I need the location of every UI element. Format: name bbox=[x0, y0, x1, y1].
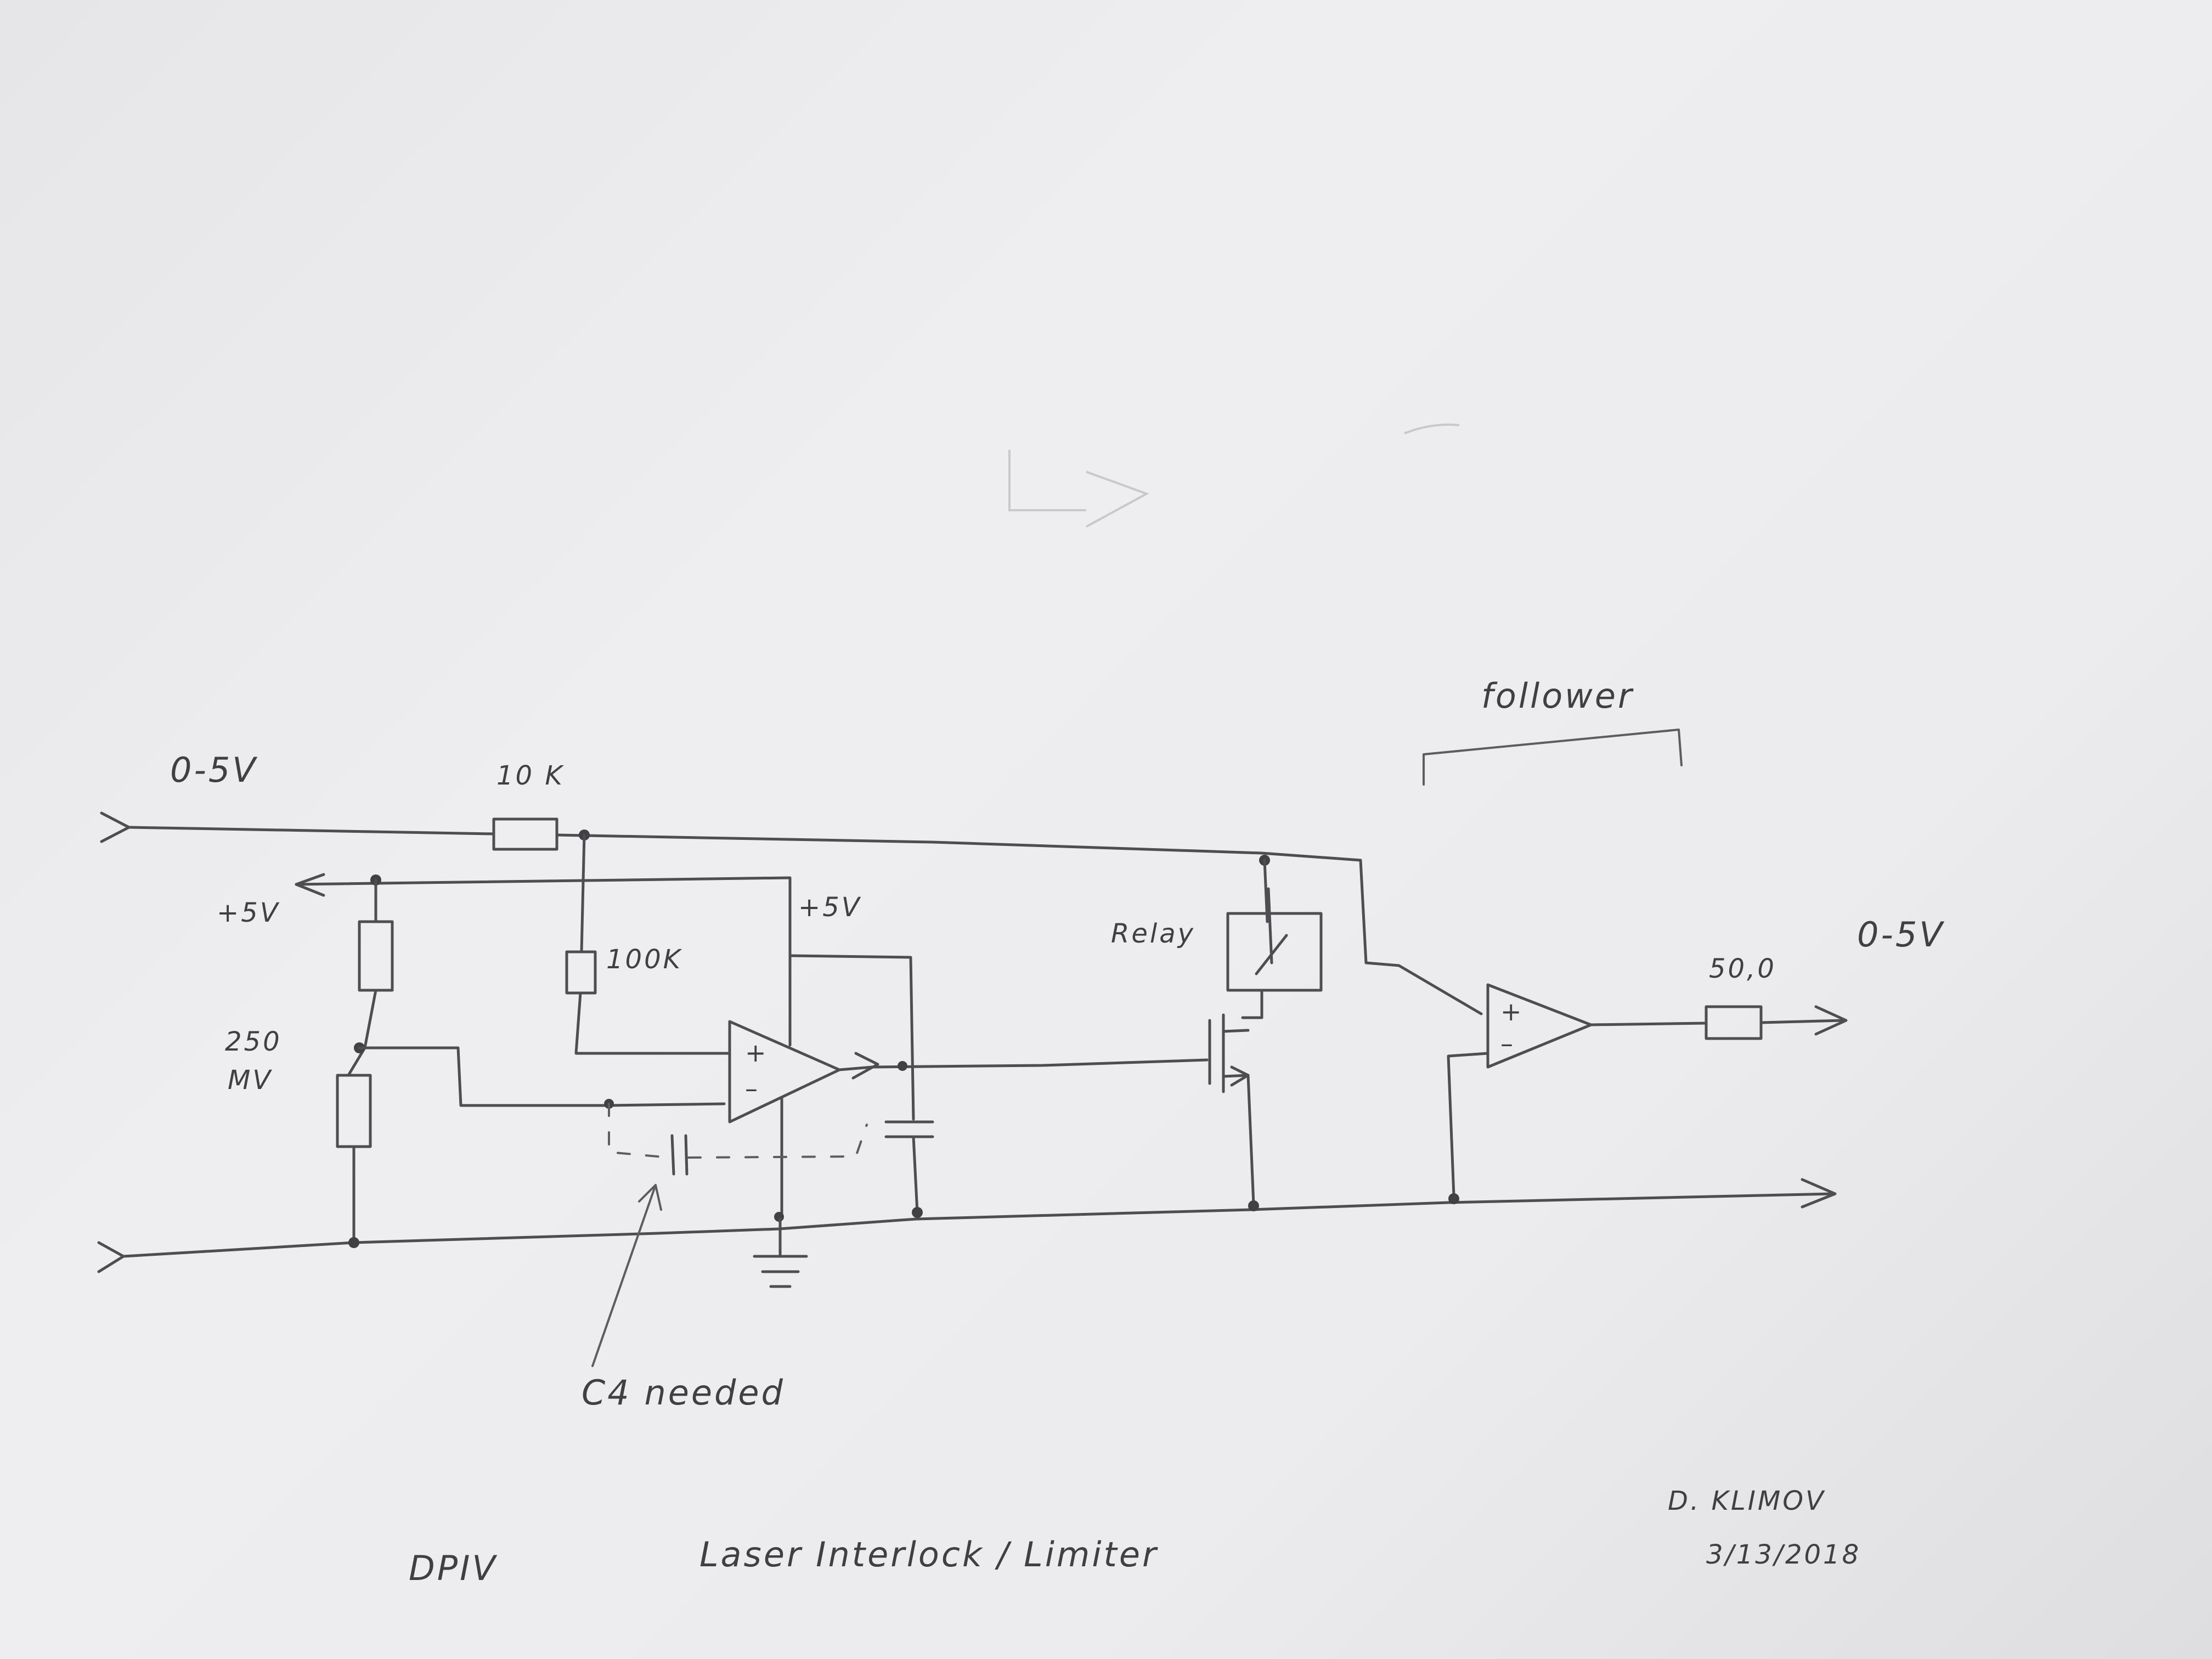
divider-voltage-label-2: MV bbox=[228, 1065, 273, 1096]
supply-left-label: +5V bbox=[217, 898, 280, 928]
capacitor-c4-optional bbox=[591, 1099, 868, 1367]
divider-voltage-label-1: 250 bbox=[225, 1026, 282, 1057]
follower-bracket: follower bbox=[1423, 676, 1683, 786]
supply-rail bbox=[295, 873, 792, 957]
switch-transistor bbox=[1208, 1013, 1259, 1211]
opamp2-minus: – bbox=[1500, 1029, 1515, 1058]
comparator-opamp: + – bbox=[728, 954, 1209, 1218]
supply-opamp-label: +5V bbox=[798, 892, 862, 923]
r-feedback-label: 100K bbox=[606, 944, 682, 975]
input-voltage-label: 0-5V bbox=[170, 750, 258, 790]
relay: Relay bbox=[1111, 855, 1323, 1019]
project-name: DPIV bbox=[409, 1548, 498, 1588]
author-name: D. KLIMOV bbox=[1668, 1486, 1826, 1516]
capacitor-output bbox=[884, 1120, 934, 1218]
ground-symbol bbox=[753, 1212, 808, 1288]
input-terminal-bottom bbox=[97, 1241, 125, 1273]
input-terminal-top bbox=[100, 811, 131, 843]
cap-note: C4 needed bbox=[582, 1373, 785, 1413]
resistor-100k: 100K bbox=[565, 830, 731, 1055]
opamp2-plus: + bbox=[1500, 997, 1524, 1026]
opamp1-plus: + bbox=[745, 1038, 769, 1068]
r-input-label: 10 K bbox=[496, 760, 565, 791]
output-voltage-label: 0-5V bbox=[1857, 915, 1945, 955]
drawing-title: Laser Interlock / Limiter bbox=[699, 1534, 1159, 1575]
title-block: DPIV Laser Interlock / Limiter D. KLIMOV… bbox=[409, 1486, 1861, 1588]
signal-input-line bbox=[127, 817, 1362, 862]
relay-label: Relay bbox=[1111, 918, 1195, 949]
opamp1-minus: – bbox=[745, 1074, 760, 1103]
follower-opamp: + – 50,0 bbox=[1359, 859, 1848, 1204]
voltage-divider bbox=[336, 878, 726, 1244]
drawing-date: 3/13/2018 bbox=[1706, 1539, 1861, 1570]
erased-sketch bbox=[1008, 424, 1460, 528]
resistor-10k: 10 K bbox=[496, 760, 565, 791]
ground-rail bbox=[122, 1178, 1837, 1258]
r-output-label: 50,0 bbox=[1709, 953, 1776, 984]
stage-label: follower bbox=[1481, 676, 1634, 716]
